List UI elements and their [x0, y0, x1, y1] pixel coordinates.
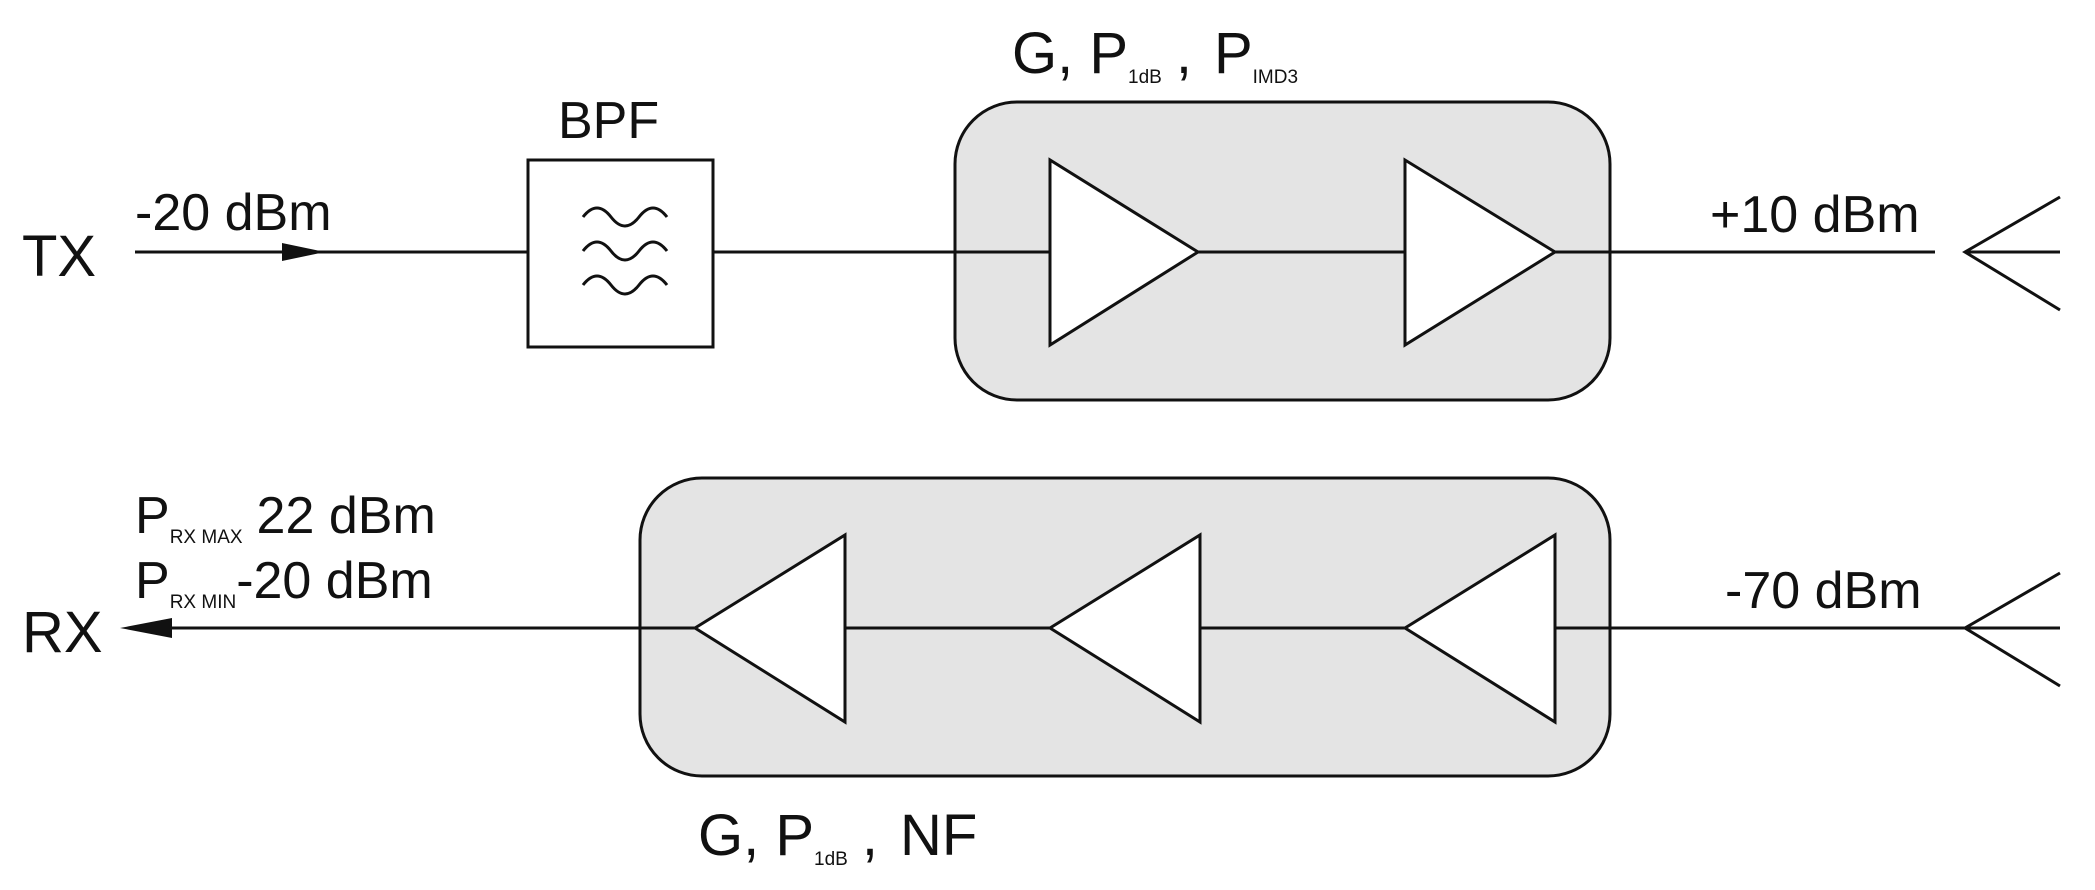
tx-chain: TX -20 dBm BPF G, P1dB,PIMD3 +10 dBm — [22, 21, 2061, 402]
tx-amp-params: G, P1dB,PIMD3 — [1012, 21, 1298, 88]
rx-amplifier-3 — [1402, 532, 1557, 725]
rx-amplifier-2 — [1047, 532, 1202, 725]
tx-antenna-icon — [1962, 195, 2061, 312]
rx-antenna-icon — [1962, 571, 2061, 688]
rx-port-label: RX — [22, 600, 103, 665]
bpf-wave-icon — [581, 206, 669, 296]
rx-input-level: -70 dBm — [1725, 562, 1922, 620]
bpf-filter-block — [526, 158, 715, 349]
rx-direction-arrow — [120, 618, 172, 638]
tx-port-label: TX — [22, 224, 96, 289]
rx-amplifier-1 — [692, 532, 847, 725]
rx-amp-params: G, P1dB,NF — [698, 803, 977, 870]
tx-input-level: -20 dBm — [135, 184, 332, 242]
tx-amplifier-2 — [1403, 157, 1558, 348]
rx-pmin-label: PRX MIN-20 dBm — [135, 552, 433, 613]
tx-output-level: +10 dBm — [1710, 186, 1920, 244]
tx-amplifier-1 — [1048, 157, 1201, 348]
tx-direction-arrow — [282, 243, 325, 261]
tx-filter-label: BPF — [558, 92, 659, 150]
